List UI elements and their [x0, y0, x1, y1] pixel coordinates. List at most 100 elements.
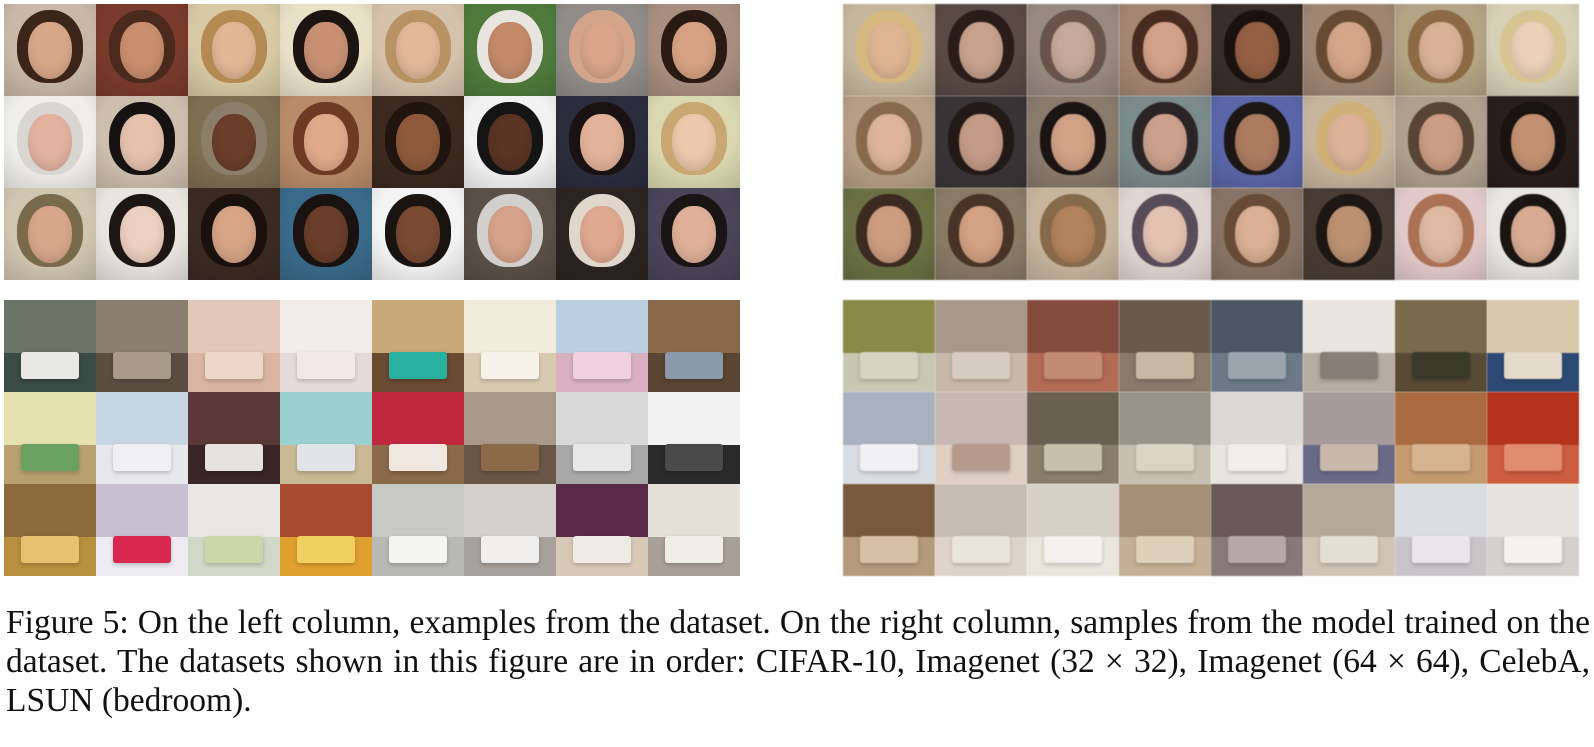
face-thumbnail: [1303, 96, 1395, 188]
face-thumbnail: [648, 4, 740, 96]
face-thumbnail: [1211, 96, 1303, 188]
bedroom-thumbnail: [372, 300, 464, 392]
bedroom-thumbnail: [1027, 392, 1119, 484]
bedroom-thumbnail: [1487, 300, 1579, 392]
bedroom-thumbnail: [464, 484, 556, 576]
face-thumbnail: [464, 4, 556, 96]
face-thumbnail: [96, 188, 188, 280]
bedroom-thumbnail: [1119, 300, 1211, 392]
face-thumbnail: [464, 96, 556, 188]
bedroom-thumbnail: [188, 392, 280, 484]
face-thumbnail: [843, 4, 935, 96]
left-faces-dataset-grid: [4, 4, 740, 280]
face-thumbnail: [4, 4, 96, 96]
face-thumbnail: [1211, 4, 1303, 96]
bedroom-thumbnail: [556, 484, 648, 576]
face-thumbnail: [1303, 188, 1395, 280]
bedroom-thumbnail: [1027, 484, 1119, 576]
bedroom-thumbnail: [4, 392, 96, 484]
face-thumbnail: [1487, 188, 1579, 280]
face-thumbnail: [1395, 96, 1487, 188]
bedroom-thumbnail: [935, 484, 1027, 576]
bedroom-thumbnail: [464, 392, 556, 484]
bedroom-thumbnail: [648, 484, 740, 576]
face-thumbnail: [1395, 188, 1487, 280]
bedroom-thumbnail: [1303, 392, 1395, 484]
bedroom-thumbnail: [1211, 300, 1303, 392]
bedroom-thumbnail: [935, 300, 1027, 392]
bedroom-thumbnail: [1303, 484, 1395, 576]
face-thumbnail: [935, 96, 1027, 188]
face-thumbnail: [1395, 4, 1487, 96]
face-thumbnail: [4, 96, 96, 188]
bedroom-thumbnail: [1119, 484, 1211, 576]
face-thumbnail: [188, 96, 280, 188]
bedroom-thumbnail: [1487, 484, 1579, 576]
face-thumbnail: [4, 188, 96, 280]
face-thumbnail: [280, 188, 372, 280]
face-thumbnail: [1027, 4, 1119, 96]
bedroom-thumbnail: [556, 300, 648, 392]
face-thumbnail: [1211, 188, 1303, 280]
bedroom-thumbnail: [280, 484, 372, 576]
face-thumbnail: [648, 188, 740, 280]
bedroom-thumbnail: [4, 300, 96, 392]
bedroom-thumbnail: [4, 484, 96, 576]
face-thumbnail: [188, 4, 280, 96]
face-thumbnail: [372, 4, 464, 96]
bedroom-thumbnail: [1395, 484, 1487, 576]
face-thumbnail: [556, 4, 648, 96]
face-thumbnail: [1119, 96, 1211, 188]
face-thumbnail: [843, 96, 935, 188]
bedroom-thumbnail: [843, 484, 935, 576]
bedroom-thumbnail: [372, 484, 464, 576]
bedroom-thumbnail: [188, 300, 280, 392]
bedroom-thumbnail: [96, 484, 188, 576]
bedroom-thumbnail: [843, 300, 935, 392]
bedroom-thumbnail: [1027, 300, 1119, 392]
bedroom-thumbnail: [1211, 484, 1303, 576]
face-thumbnail: [1487, 4, 1579, 96]
right-bedrooms-sample-grid: [843, 300, 1579, 576]
face-thumbnail: [96, 4, 188, 96]
bedroom-thumbnail: [843, 392, 935, 484]
face-thumbnail: [1119, 4, 1211, 96]
figure-caption: Figure 5: On the left column, examples f…: [6, 604, 1590, 719]
face-thumbnail: [648, 96, 740, 188]
face-thumbnail: [96, 96, 188, 188]
face-thumbnail: [372, 188, 464, 280]
bedroom-thumbnail: [96, 300, 188, 392]
bedroom-thumbnail: [464, 300, 556, 392]
bedroom-thumbnail: [1395, 392, 1487, 484]
face-thumbnail: [843, 188, 935, 280]
face-thumbnail: [188, 188, 280, 280]
left-bedrooms-dataset-grid: [4, 300, 740, 576]
face-thumbnail: [1303, 4, 1395, 96]
face-thumbnail: [1487, 96, 1579, 188]
bedroom-thumbnail: [648, 392, 740, 484]
bedroom-thumbnail: [1211, 392, 1303, 484]
bedroom-thumbnail: [648, 300, 740, 392]
right-faces-sample-grid: [843, 4, 1579, 280]
face-thumbnail: [935, 4, 1027, 96]
bedroom-thumbnail: [556, 392, 648, 484]
face-thumbnail: [1027, 96, 1119, 188]
bedroom-thumbnail: [188, 484, 280, 576]
bedroom-thumbnail: [280, 300, 372, 392]
bedroom-thumbnail: [372, 392, 464, 484]
bedroom-thumbnail: [1395, 300, 1487, 392]
face-thumbnail: [935, 188, 1027, 280]
bedroom-thumbnail: [1303, 300, 1395, 392]
face-thumbnail: [464, 188, 556, 280]
bedroom-thumbnail: [96, 392, 188, 484]
bedroom-thumbnail: [935, 392, 1027, 484]
face-thumbnail: [372, 96, 464, 188]
face-thumbnail: [556, 188, 648, 280]
bedroom-thumbnail: [1487, 392, 1579, 484]
face-thumbnail: [280, 96, 372, 188]
face-thumbnail: [280, 4, 372, 96]
bedroom-thumbnail: [280, 392, 372, 484]
face-thumbnail: [1119, 188, 1211, 280]
face-thumbnail: [1027, 188, 1119, 280]
bedroom-thumbnail: [1119, 392, 1211, 484]
